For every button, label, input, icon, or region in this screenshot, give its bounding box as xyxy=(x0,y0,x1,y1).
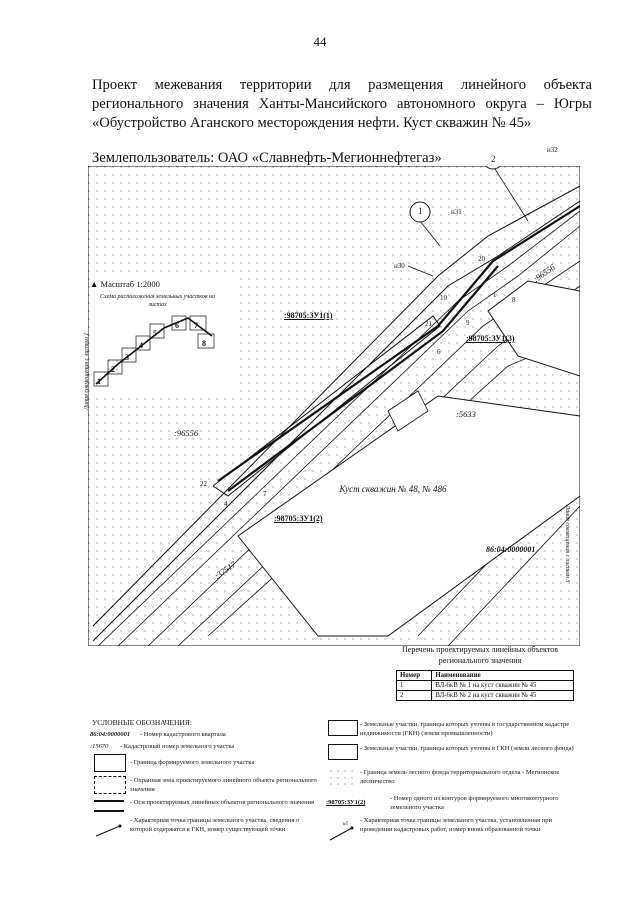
parcel-96556-east xyxy=(487,280,580,377)
existing-point-icon xyxy=(95,824,122,837)
legend-text: - Номер кадастрового квартала xyxy=(140,731,226,738)
column-header: Наименование xyxy=(431,670,574,681)
industrial-land-swatch xyxy=(328,720,358,736)
sheet-number: 4 xyxy=(139,341,143,350)
axis-swatch xyxy=(94,800,124,812)
scheme-inset: 1 2 3 4 5 6 7 8 xyxy=(93,315,215,387)
cell-name: ВЛ-6кВ № 2 на куст скважин № 45 xyxy=(431,690,574,701)
parcel-label: :98705:ЗУ1(3) xyxy=(466,334,515,343)
sheet-number: 5 xyxy=(153,329,157,338)
point-label: н30 xyxy=(394,262,405,270)
legend-symbol: 86:04:0000001 xyxy=(90,731,131,738)
sheet-number: 2 xyxy=(111,365,115,374)
land-user: Землепользователь: ОАО «Славнефть-Мегион… xyxy=(92,150,442,166)
well-pad-label: Куст скважин № 48, № 486 xyxy=(339,484,447,494)
scheme-inset-bg xyxy=(90,276,240,396)
cell-name: ВЛ-6кВ № 1 на куст скважин № 45 xyxy=(431,680,574,691)
legend-text: - Характерная точка границы земельного у… xyxy=(130,817,300,833)
legend-text: - Охранная зона проектируемого линейного… xyxy=(130,777,317,793)
cadastral-number: :5633 xyxy=(456,409,476,419)
cell-number: 1 xyxy=(395,680,433,691)
point-label: 22 xyxy=(200,480,207,488)
table-header-row: Номер Наименование xyxy=(395,670,574,681)
objects-table: Номер Наименование 1 ВЛ-6кВ № 1 на куст … xyxy=(395,670,574,701)
callout-1 xyxy=(409,201,431,223)
point-label: н32 xyxy=(547,146,558,154)
legend-text: - Номер одного из контуров формируемого … xyxy=(390,795,559,811)
point-label: 7 xyxy=(263,490,267,498)
sheet-number: 1 xyxy=(97,377,101,386)
parcel-label: :98705:ЗУ1(2) xyxy=(274,514,323,523)
boundary-swatch xyxy=(94,754,126,772)
point-label: 9 xyxy=(466,319,470,327)
sheet-number: 8 xyxy=(202,339,206,348)
objects-list-title: Перечень проектируемых линейных объектов… xyxy=(402,645,558,665)
legend-text: - Оси проектируемых линейных объектов ре… xyxy=(130,799,315,806)
legend-text: - Земельные участки, границы которых учт… xyxy=(360,721,570,737)
cell-number: 2 xyxy=(395,690,433,701)
side-label-right: Линия совмещения с листом 3 xyxy=(564,505,570,583)
parcel-boundary xyxy=(212,315,441,497)
legend-text: - Граница земель лесного фонда территори… xyxy=(360,769,560,785)
page-number: 44 xyxy=(313,34,327,49)
forest-boundary-swatch xyxy=(330,770,353,785)
forest-land-swatch xyxy=(328,744,358,760)
designed-axes xyxy=(217,205,580,492)
scheme-label: Схема расположения земельных участков на… xyxy=(100,294,215,308)
legend: УСЛОВНЫЕ ОБОЗНАЧЕНИЯ: 86:04:0000001 - Но… xyxy=(90,718,582,888)
table-row: 2 ВЛ-6кВ № 2 на куст скважин № 45 xyxy=(395,690,574,701)
point-label: н31 xyxy=(451,208,462,216)
small-structure xyxy=(387,390,429,432)
point-label: 8 xyxy=(512,296,516,304)
point-label: 20 xyxy=(478,255,485,263)
cadastral-number: :96556 xyxy=(174,428,199,438)
protection-zone-swatch xyxy=(94,776,126,794)
table-row: 1 ВЛ-6кВ № 1 на куст скважин № 45 xyxy=(395,680,574,691)
document-title: Проект межевания территории для размещен… xyxy=(92,77,592,131)
scale-label: ▲ Масштаб 1:2000 xyxy=(90,279,160,289)
objects-list: Перечень проектируемых линейных объектов… xyxy=(382,644,578,701)
point-label: 21 xyxy=(425,320,432,328)
legend-text: - Земельные участки, границы которых учт… xyxy=(360,745,574,752)
quarter-number: 86:04:0000001 xyxy=(486,545,536,554)
parcel-label: :98705:ЗУ1(1) xyxy=(284,311,333,320)
callout-2-label: 2 xyxy=(491,154,496,164)
sheet-number: 6 xyxy=(175,321,179,330)
legend-title: УСЛОВНЫЕ ОБОЗНАЧЕНИЯ: xyxy=(92,718,192,727)
side-label-left: Линия совмещения с листом 1 xyxy=(84,332,90,410)
point-label: 1 xyxy=(493,291,497,299)
legend-text: - Граница формируемого земельного участк… xyxy=(130,759,255,766)
point-label: 10 xyxy=(440,294,447,302)
sheet-number: 3 xyxy=(125,353,129,362)
point-sample: н5 xyxy=(343,822,348,827)
point-label: 6 xyxy=(437,348,441,356)
callout-1-label: 1 xyxy=(418,206,423,216)
legend-text: - Характерная точка границы земельного у… xyxy=(360,817,552,833)
point-label: 4 xyxy=(224,500,228,508)
legend-text: - Кадастровый номер земельного участка xyxy=(120,743,235,750)
column-header: Номер xyxy=(395,670,433,681)
scale-text: Масштаб 1:2000 xyxy=(100,279,160,289)
north-arrow-icon: ▲ xyxy=(90,279,101,289)
sheet-number: 7 xyxy=(194,321,198,330)
callout-2 xyxy=(485,166,501,170)
cadastral-map xyxy=(88,166,580,646)
well-pad-parcel xyxy=(237,395,580,637)
new-point-icon xyxy=(329,826,354,841)
legend-symbol: :98705:ЗУ1(2) xyxy=(326,799,366,806)
legend-symbol: :15670 xyxy=(90,743,109,750)
